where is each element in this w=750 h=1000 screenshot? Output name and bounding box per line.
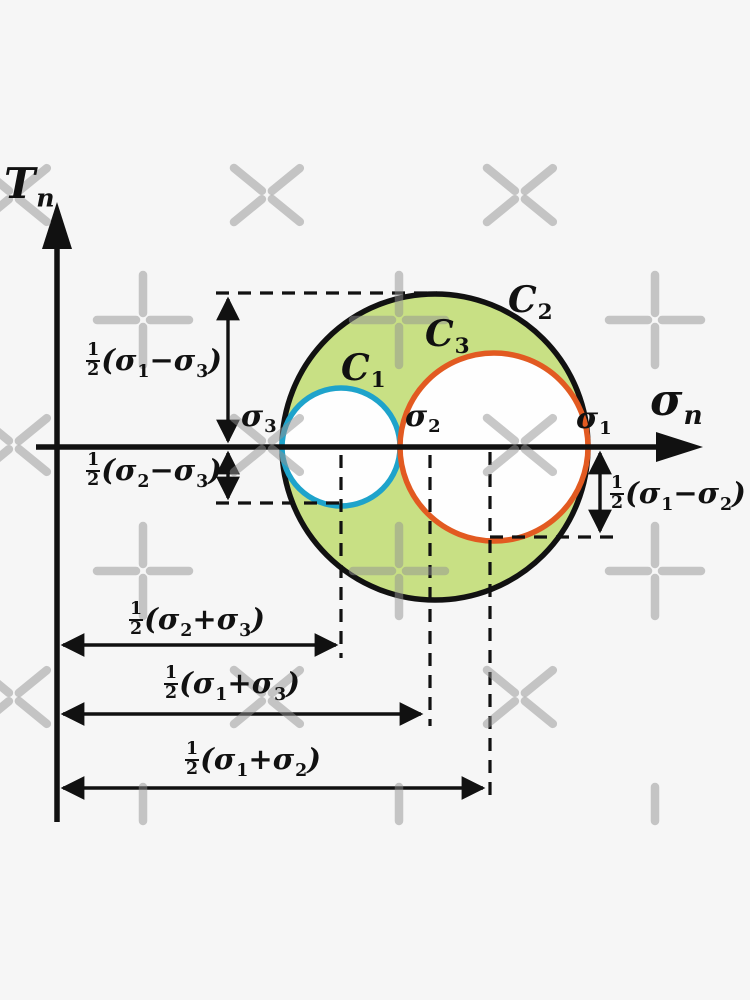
watermark-plus-icon: [348, 521, 450, 621]
watermark-plus-icon: [604, 521, 706, 621]
watermark-x-icon: [0, 665, 52, 729]
watermark-plus-icon: [92, 521, 194, 621]
watermark-plus-icon: [604, 270, 706, 370]
watermark-x-icon: [482, 163, 558, 227]
watermark-plus-icon: [348, 270, 450, 370]
watermark-x-icon: [229, 163, 305, 227]
tau-axis-arrow-icon: [42, 202, 72, 249]
watermark-x-icon: [229, 665, 305, 729]
watermark-x-icon: [0, 163, 52, 227]
watermark-x-icon: [482, 413, 558, 477]
watermark-x-icon: [482, 665, 558, 729]
watermark-plus-icon: [92, 270, 194, 370]
watermark-x-icon: [229, 413, 305, 477]
sigma-axis-arrow-icon: [656, 432, 703, 462]
watermark-x-icon: [0, 413, 52, 477]
watermark-pattern: [0, 163, 706, 826]
